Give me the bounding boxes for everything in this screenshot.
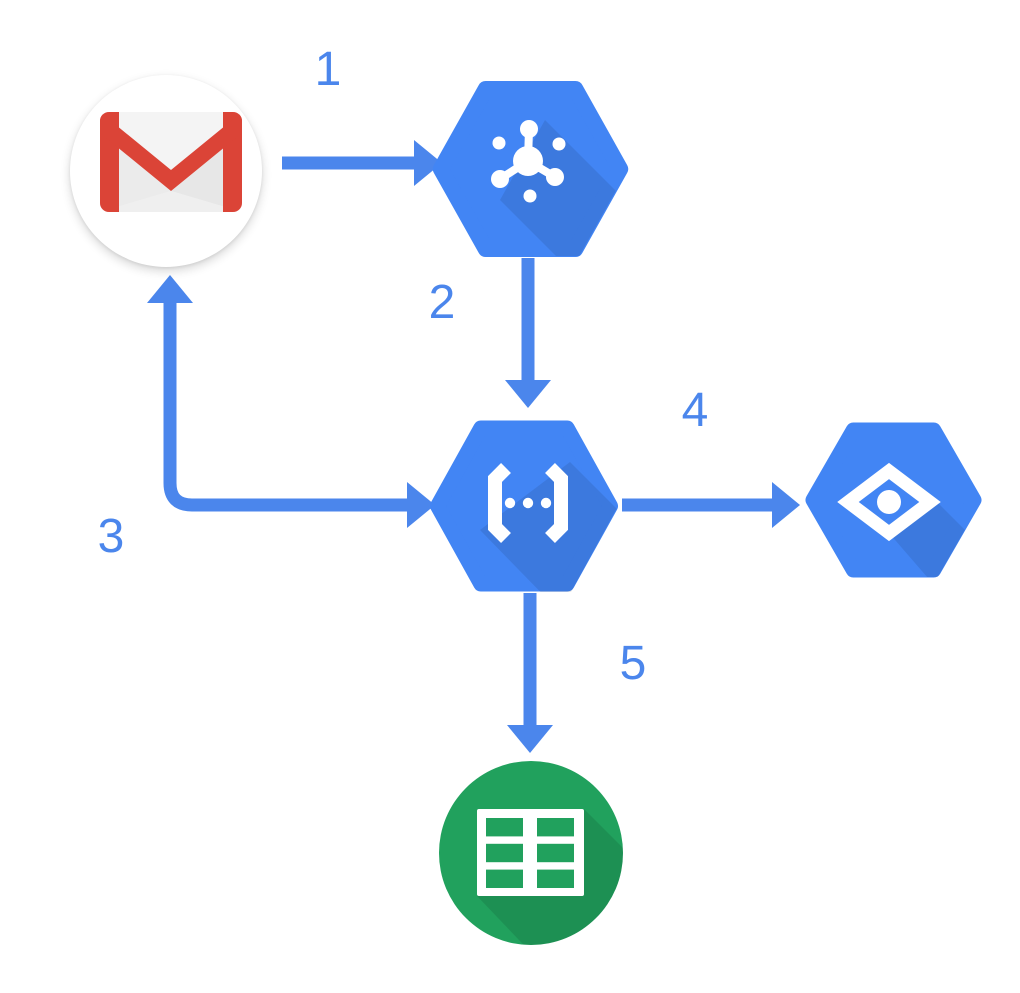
step-1-label: 1 xyxy=(314,43,342,96)
google-sheets-node xyxy=(439,761,623,945)
arrow-3 xyxy=(147,275,435,528)
gmail-node xyxy=(70,75,262,267)
cloud-pubsub-node xyxy=(432,81,629,257)
step-3-label: 3 xyxy=(97,510,125,563)
cloud-pubsub-icon xyxy=(491,120,566,203)
cloud-functions-node xyxy=(430,420,618,592)
gmail-icon xyxy=(100,112,242,212)
step-5-label: 5 xyxy=(619,637,647,690)
step-4-label: 4 xyxy=(681,384,709,437)
cloud-functions-icon xyxy=(488,463,568,543)
google-sheets-icon xyxy=(477,809,584,896)
step-2-label: 2 xyxy=(428,276,456,329)
cloud-vision-icon xyxy=(837,462,941,542)
cloud-vision-node xyxy=(805,422,982,578)
